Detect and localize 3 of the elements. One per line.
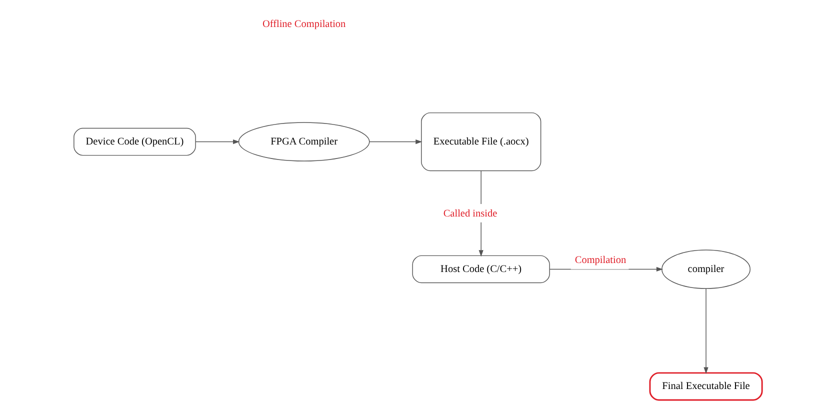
edge-label: Compilation bbox=[574, 255, 626, 266]
edge-label: Called inside bbox=[442, 208, 497, 220]
label: Offline Compilation bbox=[262, 19, 346, 30]
